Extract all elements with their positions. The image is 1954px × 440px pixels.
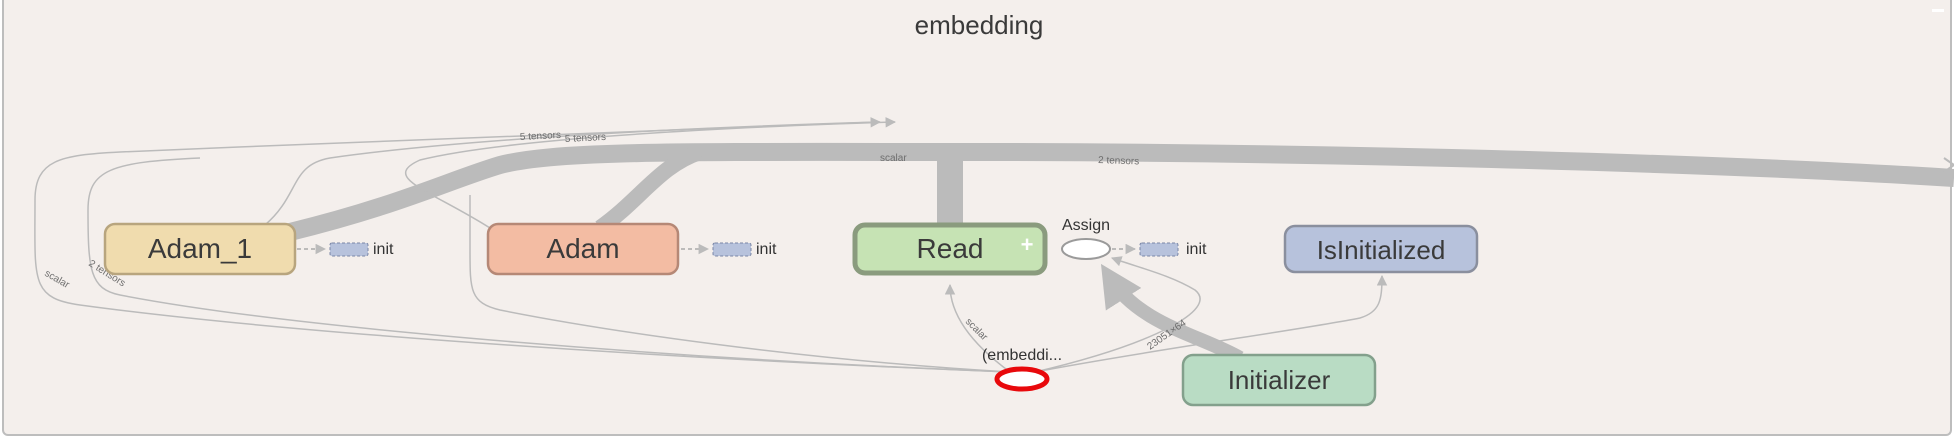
node-adam-1[interactable]: Adam_1 bbox=[103, 222, 297, 276]
node-read[interactable]: Read + bbox=[852, 222, 1048, 276]
node-is-initialized[interactable]: IsInitialized bbox=[1283, 224, 1479, 274]
edge-label-five-tensors-a: 5 tensors bbox=[520, 130, 562, 143]
edge-main-arrowhead bbox=[1943, 157, 1954, 173]
init-label-adam: init bbox=[756, 241, 777, 258]
node-initializer[interactable]: Initializer bbox=[1181, 353, 1377, 407]
node-assign[interactable] bbox=[1061, 238, 1111, 260]
edge-var-to-assign bbox=[1034, 256, 1201, 373]
edge-adam-thick bbox=[595, 144, 703, 235]
init-chip-assign[interactable] bbox=[1139, 242, 1179, 257]
edge-main-thick bbox=[287, 142, 1954, 241]
edge-label-scalar-top: scalar bbox=[880, 153, 907, 164]
edge-label-five-tensors-b: 5 tensors bbox=[565, 132, 607, 145]
node-initializer-label: Initializer bbox=[1228, 365, 1331, 395]
node-variable[interactable] bbox=[994, 366, 1050, 392]
edge-scalar-left bbox=[34, 121, 1011, 373]
edge-label-scalar-left: scalar bbox=[43, 268, 72, 291]
node-is-initialized-label: IsInitialized bbox=[1317, 235, 1446, 265]
edge-var-to-isinit bbox=[1034, 274, 1388, 373]
edge-var-to-adam-left bbox=[469, 195, 1011, 373]
node-variable-label: (embeddi... bbox=[982, 347, 1062, 364]
edge-initializer-to-assign bbox=[1100, 263, 1244, 365]
collapse-icon[interactable] bbox=[1932, 9, 1944, 12]
node-adam-1-label: Adam_1 bbox=[148, 233, 252, 264]
init-chip-adam[interactable] bbox=[712, 242, 752, 257]
node-adam[interactable]: Adam bbox=[486, 222, 680, 276]
node-read-label: Read bbox=[917, 233, 984, 264]
edge-label-two-tensors-top: 2 tensors bbox=[1098, 155, 1139, 167]
scope-title: embedding bbox=[915, 10, 1044, 40]
edge-var-to-read bbox=[944, 283, 1011, 373]
node-assign-label: Assign bbox=[1062, 217, 1110, 234]
node-adam-label: Adam bbox=[546, 233, 619, 264]
edge-two-tensors-left bbox=[87, 157, 1011, 373]
init-label-adam-1: init bbox=[373, 241, 394, 258]
init-chip-adam-1[interactable] bbox=[329, 242, 369, 257]
expand-plus-icon[interactable]: + bbox=[1021, 232, 1034, 257]
init-label-assign: init bbox=[1186, 241, 1207, 258]
